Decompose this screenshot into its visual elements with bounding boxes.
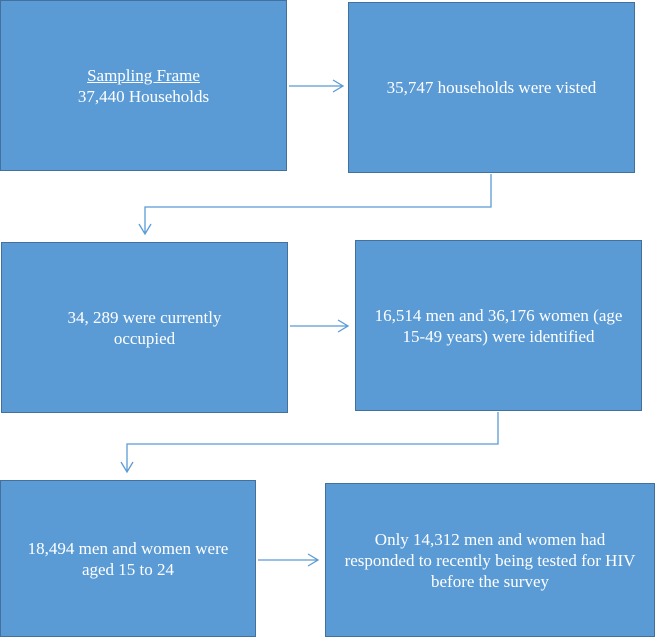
arrow-occupied-to-identified xyxy=(290,319,350,333)
aged-15-24-text: 18,494 men and women were aged 15 to 24 xyxy=(27,538,229,579)
arrow-identified-to-aged xyxy=(120,412,499,474)
arrow-visited-to-occupied xyxy=(138,174,492,236)
sampling-frame-title: Sampling Frame xyxy=(87,65,200,85)
households-visited-text: 35,747 households were visted xyxy=(386,78,597,97)
arrow-frame-to-visited xyxy=(289,79,345,93)
box-households-visited: 35,747 households were visted xyxy=(348,2,635,173)
sampling-frame-count: 37,440 Households xyxy=(77,86,210,106)
box-aged-15-24: 18,494 men and women were aged 15 to 24 xyxy=(0,480,256,637)
arrow-aged-to-responded xyxy=(258,553,320,567)
men-women-identified-text: 16,514 men and 36,176 women (age 15-49 y… xyxy=(374,305,623,346)
box-currently-occupied: 34, 289 were currently occupied xyxy=(1,242,288,413)
box-men-women-identified: 16,514 men and 36,176 women (age 15-49 y… xyxy=(355,240,642,411)
box-sampling-frame: Sampling Frame 37,440 Households xyxy=(0,0,287,171)
responded-hiv-test-text: Only 14,312 men and women had responded … xyxy=(344,529,636,591)
box-responded-hiv-test: Only 14,312 men and women had responded … xyxy=(325,483,655,637)
currently-occupied-text: 34, 289 were currently occupied xyxy=(67,307,222,348)
